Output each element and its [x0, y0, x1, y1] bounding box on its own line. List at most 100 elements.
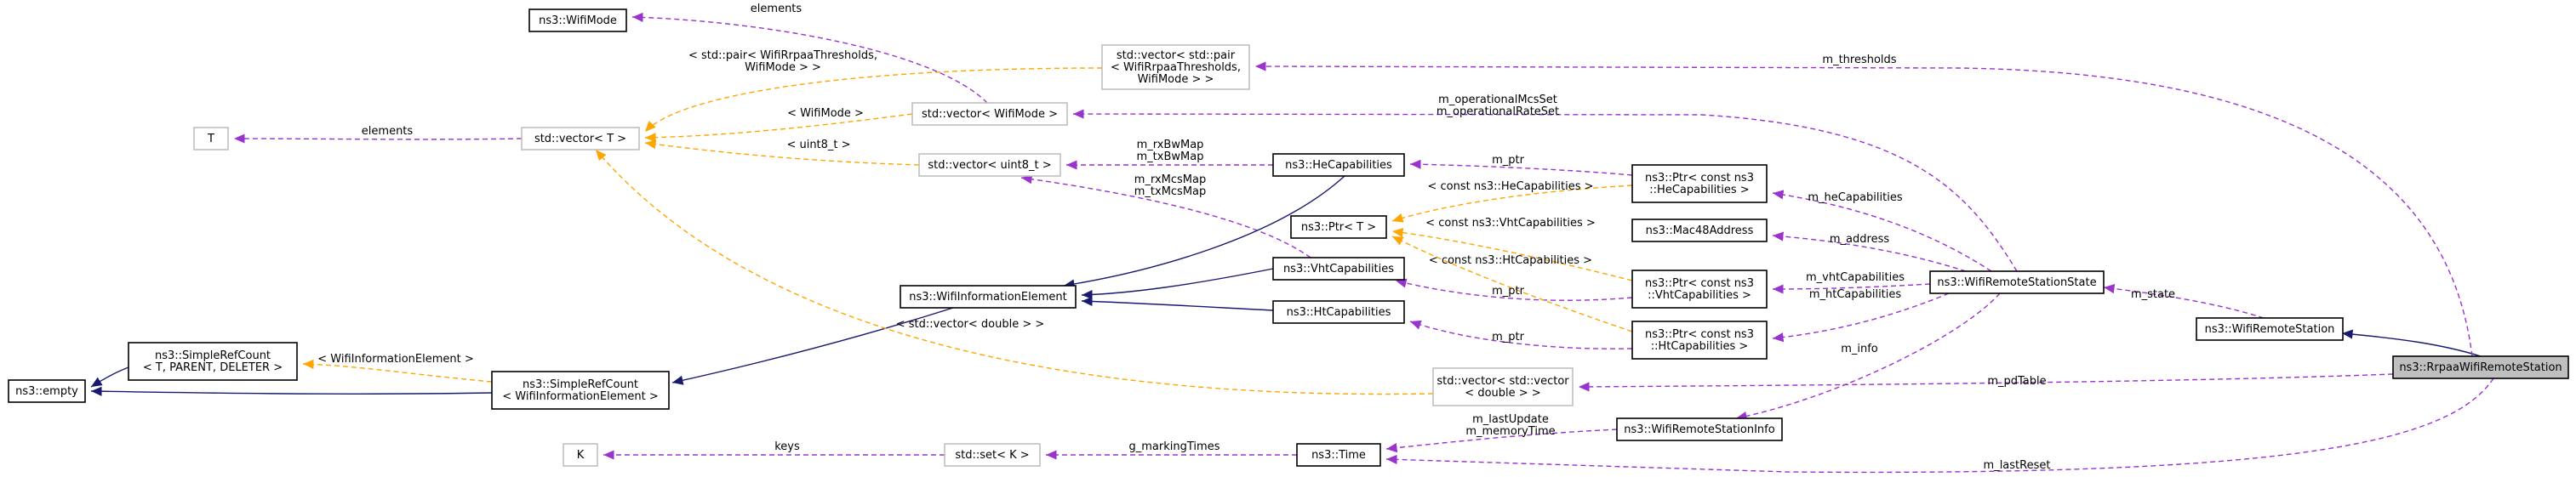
node-vv-double[interactable]: std::vector< std::vector< double > > — [1432, 367, 1574, 406]
edge-label-m-info: m_info — [1841, 343, 1878, 355]
node-label: ns3::Ptr< const ns3 — [1645, 328, 1754, 341]
node-box — [1296, 443, 1381, 467]
edge-ptr-he — [1409, 159, 1633, 176]
node-label: T — [207, 133, 214, 145]
node-ptr-ht[interactable]: ns3::Ptr< const ns3::HtCapabilities > — [1631, 321, 1768, 360]
node-vector-wifimode[interactable]: std::vector< WifiMode > — [911, 102, 1068, 126]
node-label: ::VhtCapabilities > — [1648, 289, 1751, 302]
node-mac48[interactable]: ns3::Mac48Address — [1631, 219, 1768, 242]
node-label: ns3::Time — [1311, 449, 1366, 462]
node-src-T[interactable]: ns3::SimpleRefCount< T, PARENT, DELETER … — [128, 342, 298, 381]
node-label: < T, PARENT, DELETER > — [143, 361, 283, 374]
node-ptr-he[interactable]: ns3::Ptr< const ns3::HeCapabilities > — [1631, 164, 1768, 203]
node-thresholds-vec[interactable]: std::vector< std::pair< WifiRrpaaThresho… — [1101, 44, 1250, 90]
node-info-elem[interactable]: ns3::WifiInformationElement — [900, 285, 1077, 309]
edge-ptr-ht — [1409, 320, 1633, 349]
node-box — [900, 285, 1077, 309]
node-box — [1101, 44, 1250, 90]
edge-label-g-marking: g_markingTimes — [1129, 440, 1220, 453]
edge-tmpl-pair — [644, 67, 1103, 133]
node-time[interactable]: ns3::Time — [1296, 443, 1381, 467]
node-label: std::vector< T > — [534, 133, 626, 145]
node-box — [2196, 317, 2344, 341]
edge-label-operational: m_operationalRateSet — [1437, 105, 1559, 118]
edge-label-rx-tx-mcs: m_rxMcsMap — [1134, 173, 1206, 186]
node-box — [491, 371, 670, 410]
node-wifimode[interactable]: ns3::WifiMode — [528, 9, 627, 32]
node-label: ns3::SimpleRefCount — [155, 349, 271, 362]
edge-mcsmap — [1020, 174, 1311, 258]
node-box — [1432, 367, 1574, 406]
node-station-info[interactable]: ns3::WifiRemoteStationInfo — [1616, 417, 1783, 441]
node-ht-cap[interactable]: ns3::HtCapabilities — [1272, 300, 1405, 324]
edge-label-rx-tx-bw: m_rxBwMap — [1137, 139, 1204, 151]
edge-tmpl-ht — [1391, 236, 1633, 332]
node-label: ns3::WifiRemoteStationInfo — [1624, 423, 1774, 436]
edge-label-last-update: m_lastUpdate — [1472, 413, 1549, 426]
edge-label-tmpl-vht: < const ns3::VhtCapabilities > — [1425, 217, 1596, 230]
node-box — [1929, 270, 2105, 294]
node-label: ns3::VhtCapabilities — [1283, 263, 1394, 275]
node-label: ns3::WifiMode — [539, 14, 617, 27]
node-label: ns3::WifiInformationElement — [909, 291, 1067, 304]
node-box — [1631, 321, 1768, 360]
edge-ht-wie — [1081, 296, 1274, 311]
edge-vhtCap — [1772, 283, 1931, 294]
node-vector-T[interactable]: std::vector< T > — [521, 127, 640, 150]
node-ptr-vht[interactable]: ns3::Ptr< const ns3::VhtCapabilities > — [1631, 270, 1768, 309]
node-box — [1631, 164, 1768, 203]
node-box — [911, 102, 1068, 126]
node-label: ns3::WifiRemoteStation — [2205, 323, 2335, 336]
node-T[interactable]: T — [193, 127, 229, 150]
node-box — [1631, 219, 1768, 242]
edge-label-operational: m_operationalMcsSet — [1438, 94, 1557, 106]
node-box — [944, 443, 1041, 467]
edge-label-m-heCapabilities: m_heCapabilities — [1808, 191, 1902, 204]
edge-label-pair-thresholds: < std::pair< WifiRrpaaThresholds, — [688, 49, 877, 62]
node-box — [918, 153, 1061, 177]
node-label: std::vector< uint8_t > — [928, 159, 1051, 172]
node-label: ns3::SimpleRefCount — [523, 378, 638, 391]
edge-htCap — [1772, 292, 1950, 343]
edge-he-wie — [1063, 175, 1345, 289]
edge-label-m-htCapabilities: m_htCapabilities — [1809, 288, 1902, 301]
node-box — [521, 127, 640, 150]
node-label: ns3::HtCapabilities — [1287, 306, 1391, 319]
node-station[interactable]: ns3::WifiRemoteStation — [2196, 317, 2344, 341]
node-K[interactable]: K — [563, 443, 598, 467]
node-ptr-T[interactable]: ns3::Ptr< T > — [1290, 215, 1387, 239]
edge-ptr-vht — [1395, 278, 1633, 301]
edge-label-ptr-he-link: m_ptr — [1492, 154, 1525, 167]
node-src-wie[interactable]: ns3::SimpleRefCount< WifiInformationElem… — [491, 371, 670, 410]
node-box — [1631, 270, 1768, 309]
edge-label-elements-T: elements — [362, 125, 414, 138]
edge-src-T-empty — [90, 366, 129, 388]
edge-rrpaa-station — [2341, 329, 2482, 357]
edge-tmpl-wifimode — [644, 113, 913, 143]
node-state[interactable]: ns3::WifiRemoteStationState — [1929, 270, 2105, 294]
node-label: ns3::Mac48Address — [1646, 224, 1754, 237]
edge-address — [1772, 231, 1967, 272]
node-rrpaa[interactable]: ns3::RrpaaWifiRemoteStation — [2392, 355, 2569, 379]
node-box — [2392, 355, 2569, 379]
node-empty[interactable]: ns3::empty — [8, 379, 86, 403]
node-label: ns3::empty — [15, 385, 78, 398]
edge-tmpl-double — [595, 149, 1434, 395]
edge-label-m-pdTable: m_pdTable — [1987, 375, 2046, 388]
edge-tmpl-src — [302, 359, 493, 383]
edge-label-elements-wifimode: elements — [751, 3, 803, 15]
edge-heCap — [1772, 190, 1992, 272]
node-vht-cap[interactable]: ns3::VhtCapabilities — [1272, 257, 1405, 281]
edge-tmpl-vht — [1391, 228, 1633, 281]
node-label: ns3::Ptr< const ns3 — [1645, 172, 1754, 185]
node-label: std::vector< std::vector — [1437, 375, 1569, 388]
edge-label-pair-thresholds: WifiMode > > — [745, 61, 821, 74]
edge-label-m-thresholds: m_thresholds — [1822, 54, 1896, 66]
node-he-cap[interactable]: ns3::HeCapabilities — [1272, 153, 1405, 177]
node-set-K[interactable]: std::set< K > — [944, 443, 1041, 467]
edge-label-ptr-vht-link: m_ptr — [1492, 285, 1525, 298]
node-vector-uint8[interactable]: std::vector< uint8_t > — [918, 153, 1061, 177]
edge-vht-wie — [1081, 268, 1274, 300]
node-label: std::set< K > — [955, 449, 1029, 462]
node-label: ns3::Ptr< T > — [1301, 221, 1376, 234]
